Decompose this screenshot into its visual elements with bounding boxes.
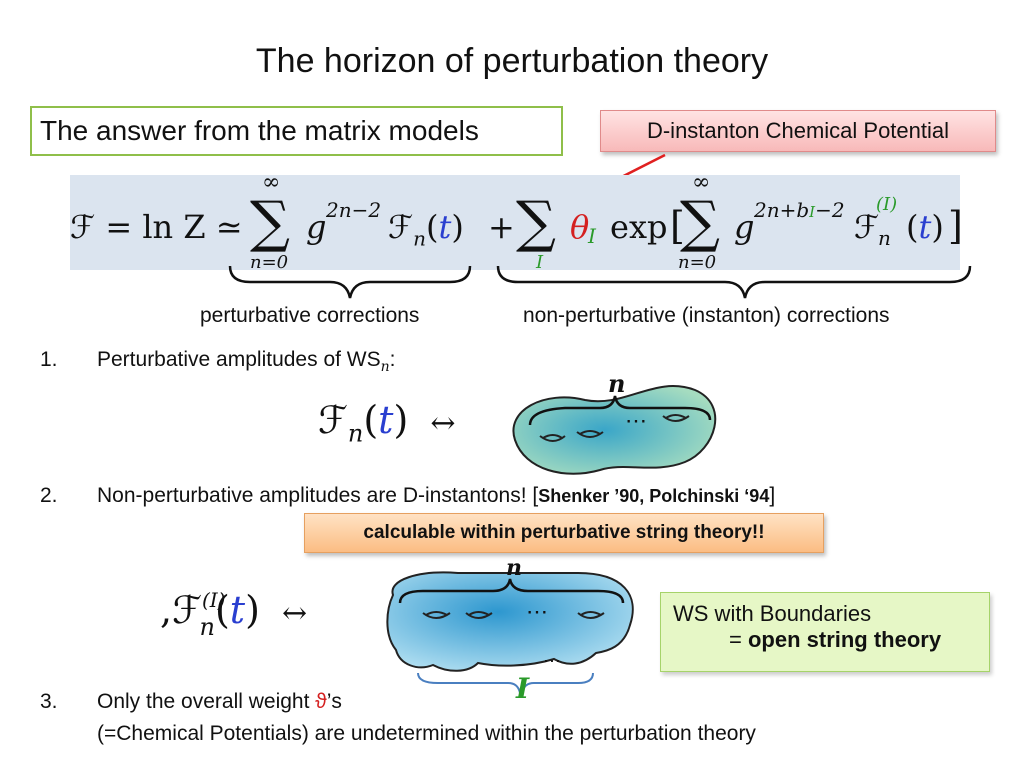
- diagram2-dots: ⋯: [526, 600, 548, 625]
- answer-box: The answer from the matrix models: [30, 106, 563, 156]
- g-exp1: 2n−2: [326, 198, 382, 222]
- perturbative-label: perturbative corrections: [200, 304, 420, 327]
- item-2-text: Non-perturbative amplitudes are D-instan…: [97, 484, 776, 507]
- f-n-I-sup: (I): [876, 194, 898, 215]
- diagram2-label-n: n: [506, 555, 522, 581]
- diagram2-label-I: I: [516, 672, 530, 705]
- instanton-amplitude: ,ℱ(I)n(t) ↔: [160, 588, 308, 641]
- sum3-lower: n=0: [678, 252, 717, 273]
- item-1-number: 1.: [40, 348, 58, 371]
- ws-box-line2: = open string theory: [729, 627, 942, 652]
- slide-title: The horizon of perturbation theory: [255, 42, 769, 80]
- exp-text: exp: [610, 208, 668, 246]
- calculable-callout: calculable within perturbative string th…: [304, 513, 824, 553]
- f-n-I-sub: n: [878, 226, 891, 250]
- ws-boundaries-box: WS with Boundaries = open string theory: [660, 592, 990, 672]
- item-3-line1: Only the overall weight ϑ’s: [97, 690, 342, 713]
- sum3-upper: ∞: [692, 170, 711, 195]
- ws-box-line1: WS with Boundaries: [673, 601, 872, 626]
- formula-lhs: ℱ = ln Z ≃: [70, 208, 243, 246]
- g-term2: g: [734, 208, 755, 246]
- item-1-text: Perturbative amplitudes of WSn:: [97, 348, 396, 376]
- sum2-symbol: ∑: [516, 190, 556, 255]
- theta-weight-symbol: ϑ: [315, 690, 327, 713]
- sum2-lower: I: [536, 252, 544, 273]
- g-term1: g: [306, 208, 327, 246]
- left-bracket: [: [670, 204, 685, 248]
- closed-surface-diagram: ⋯ n: [512, 370, 717, 475]
- f-n-term: ℱn(t): [388, 208, 464, 251]
- sum3-symbol: ∑: [680, 190, 720, 255]
- plus-sign: +: [488, 208, 515, 246]
- dinstanton-callout: D-instanton Chemical Potential: [600, 110, 996, 152]
- diagram2-boundary-dots: ⋯: [543, 651, 561, 672]
- partition-function-formula: ℱ = ln Z ≃ ∞ ∑ n=0 g 2n−2 ℱn(t) + ∑ I θ …: [70, 168, 970, 278]
- formula-background: [70, 175, 960, 270]
- item-3-number: 3.: [40, 690, 58, 713]
- right-bracket: ]: [948, 204, 963, 248]
- sum1-lower: n=0: [250, 252, 289, 273]
- t-var-1: t: [438, 208, 452, 246]
- item-3-line2: (=Chemical Potentials) are undetermined …: [97, 722, 756, 745]
- amplitude-fn: ℱn(t) ↔: [318, 398, 456, 448]
- diagram1-label-n: n: [608, 370, 625, 398]
- diagram1-dots: ⋯: [625, 409, 647, 434]
- nonperturbative-label: non-perturbative (instanton) corrections: [523, 304, 890, 327]
- underbraces: [228, 265, 972, 299]
- theta-subscript: I: [588, 224, 596, 248]
- item-2-number: 2.: [40, 484, 58, 507]
- sum1-symbol: ∑: [250, 190, 290, 255]
- sum1-upper: ∞: [262, 170, 281, 195]
- f-n-I-term: ℱ: [854, 208, 880, 246]
- f-n-I-arg: (t): [906, 208, 944, 246]
- g-exp2: 2n+bI−2: [754, 198, 845, 222]
- open-surface-diagram: ⋯ ⋯ n: [386, 555, 634, 694]
- theta-symbol: θ: [570, 208, 590, 246]
